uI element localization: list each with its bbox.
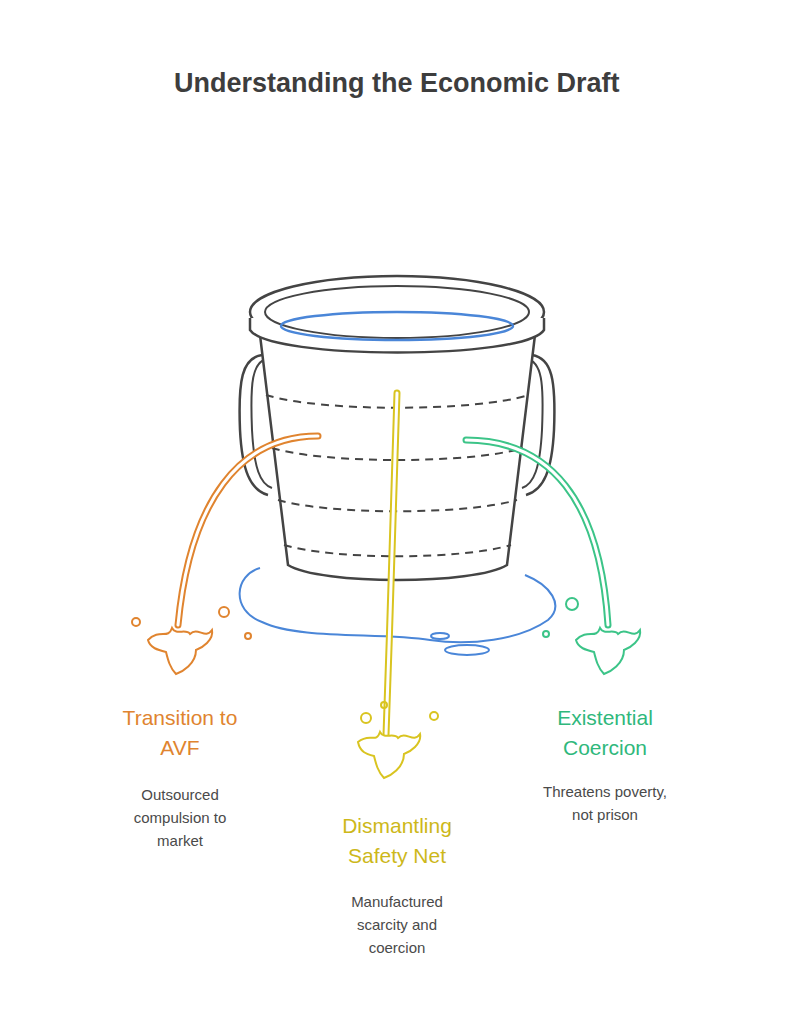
droplet [566, 598, 578, 610]
bucket-band [284, 545, 511, 556]
leak-description: Threatens poverty, not prison [535, 780, 675, 826]
droplet [543, 631, 549, 637]
diagram-title: Understanding the Economic Draft [174, 68, 620, 99]
splash [358, 732, 420, 778]
droplet [381, 702, 387, 708]
droplet [430, 712, 438, 720]
droplet [361, 713, 371, 723]
leak-stream [178, 436, 318, 625]
droplet [219, 607, 229, 617]
leak-stream [466, 440, 608, 625]
puddle-drop [431, 633, 449, 639]
droplet [245, 633, 251, 639]
leak-description: Manufactured scarcity and coercion [341, 890, 453, 959]
leak-description: Outsourced compulsion to market [124, 783, 236, 852]
bucket-band [278, 500, 517, 511]
splash [148, 628, 212, 674]
leak-heading: Dismantling Safety Net [322, 811, 472, 871]
leak-stream [466, 440, 608, 625]
droplet [132, 618, 140, 626]
water-surface [281, 312, 513, 340]
leak-heading: Transition to AVF [105, 703, 255, 763]
puddle-drop [445, 645, 489, 655]
leak-stream [178, 436, 318, 625]
splash [576, 628, 640, 674]
leak-stream [386, 393, 397, 735]
leak-stream [386, 393, 397, 735]
leak-heading: Existential Coercion [530, 703, 680, 763]
